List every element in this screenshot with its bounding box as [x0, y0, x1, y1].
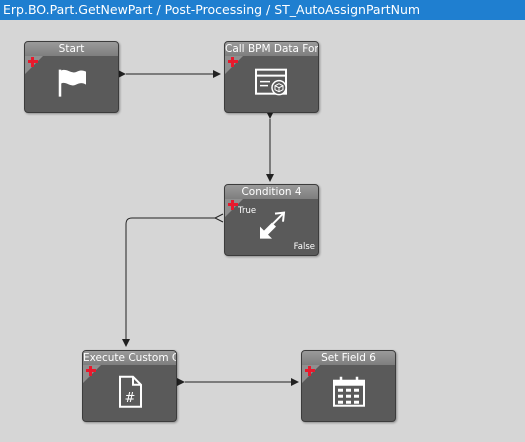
add-icon[interactable]	[86, 366, 96, 376]
start-node[interactable]: Start	[24, 41, 119, 113]
connector-start-to-call-bpm[interactable]	[118, 70, 221, 78]
add-icon[interactable]	[228, 200, 238, 210]
connector-call-bpm-to-condition[interactable]	[266, 111, 274, 182]
window-title: Erp.BO.Part.GetNewPart / Post-Processing…	[0, 0, 525, 20]
false-branch-label: False	[293, 242, 315, 252]
code-symbol: #	[124, 391, 135, 406]
execute-custom-code-node[interactable]: Execute Custom Co #	[82, 350, 177, 422]
call-bpm-data-form-node[interactable]: Call BPM Data Forr	[224, 41, 319, 113]
diagonal-arrows-icon	[255, 211, 289, 245]
add-icon[interactable]	[28, 57, 38, 67]
connector-condition-to-execute[interactable]	[122, 213, 224, 347]
calendar-icon	[332, 376, 366, 412]
execute-node-title: Execute Custom Co	[83, 351, 176, 365]
code-file-icon: #	[115, 375, 145, 413]
start-node-title: Start	[25, 42, 118, 56]
connector-execute-to-set-field[interactable]	[177, 378, 299, 386]
true-branch-label: True	[238, 206, 257, 216]
form-window-icon	[254, 68, 290, 102]
set-field-node[interactable]: Set Field 6	[301, 350, 396, 422]
flag-icon	[55, 68, 89, 102]
add-icon[interactable]	[228, 57, 238, 67]
set-field-node-title: Set Field 6	[302, 351, 395, 365]
condition-node-title: Condition 4	[225, 185, 318, 199]
add-icon[interactable]	[305, 366, 315, 376]
condition-node[interactable]: Condition 4 True False	[224, 184, 319, 256]
call-bpm-node-title: Call BPM Data Forr	[225, 42, 318, 56]
